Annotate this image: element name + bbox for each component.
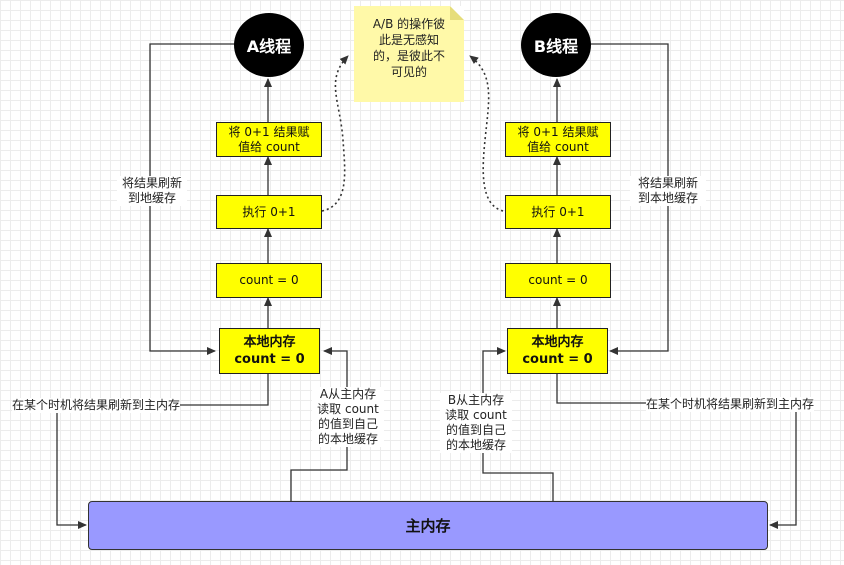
dotted-b-to-note: [469, 55, 504, 212]
thread-b-execute-box: 执行 0+1: [505, 195, 611, 229]
thread-a-read-label: A从主内存 读取 count 的值到自己 的本地缓存: [312, 387, 384, 447]
thread-b-count-box: count = 0: [505, 263, 611, 298]
thread-b-local-line2: count = 0: [522, 352, 593, 367]
arrow-a-read-main: [290, 347, 348, 501]
thread-a-flush-label: 将结果刷新 到地缓存: [117, 176, 187, 206]
thread-a-execute-box: 执行 0+1: [216, 195, 322, 229]
thread-a-assign-box: 将 0+1 结果赋 值给 count: [216, 122, 322, 157]
thread-a-assign-line1: 将 0+1 结果赋: [228, 124, 310, 139]
thread-a-circle: A线程: [234, 13, 304, 77]
note-line3: 的，是彼此不: [372, 49, 445, 63]
thread-b-assign-line1: 将 0+1 结果赋: [517, 124, 599, 139]
thread-b-assign-box: 将 0+1 结果赋 值给 count: [505, 122, 611, 157]
dotted-a-to-note: [321, 55, 349, 212]
thread-a-assign-line2: 值给 count: [238, 139, 300, 154]
thread-b-sync-label: 在某个时机将结果刷新到主内存: [646, 397, 815, 412]
thread-a-local-memory-box: 本地内存 count = 0: [219, 328, 320, 374]
thread-a-count-box: count = 0: [216, 263, 322, 298]
thread-b-assign-line2: 值给 count: [527, 139, 589, 154]
thread-b-read-label: B从主内存 读取 count 的值到自己 的本地缓存: [440, 393, 512, 453]
note-fold-corner: [450, 6, 464, 20]
thread-b-local-memory-box: 本地内存 count = 0: [507, 328, 608, 374]
note-line2: 此是无感知: [378, 33, 439, 47]
note-line1: A/B 的操作彼: [372, 17, 446, 31]
main-memory-box: 主内存: [88, 501, 768, 550]
thread-a-local-line2: count = 0: [234, 352, 305, 367]
thread-a-sync-label: 在某个时机将结果刷新到主内存: [12, 398, 181, 413]
arrow-b-read-main: [482, 347, 554, 501]
note-line4: 可见的: [390, 65, 427, 79]
thread-b-flush-label: 将结果刷新 到本地缓存: [630, 176, 706, 206]
thread-b-circle: B线程: [521, 13, 591, 77]
visibility-note: A/B 的操作彼 此是无感知 的，是彼此不 可见的: [354, 6, 464, 102]
thread-a-local-line1: 本地内存: [243, 335, 296, 350]
thread-b-local-line1: 本地内存: [531, 335, 584, 350]
